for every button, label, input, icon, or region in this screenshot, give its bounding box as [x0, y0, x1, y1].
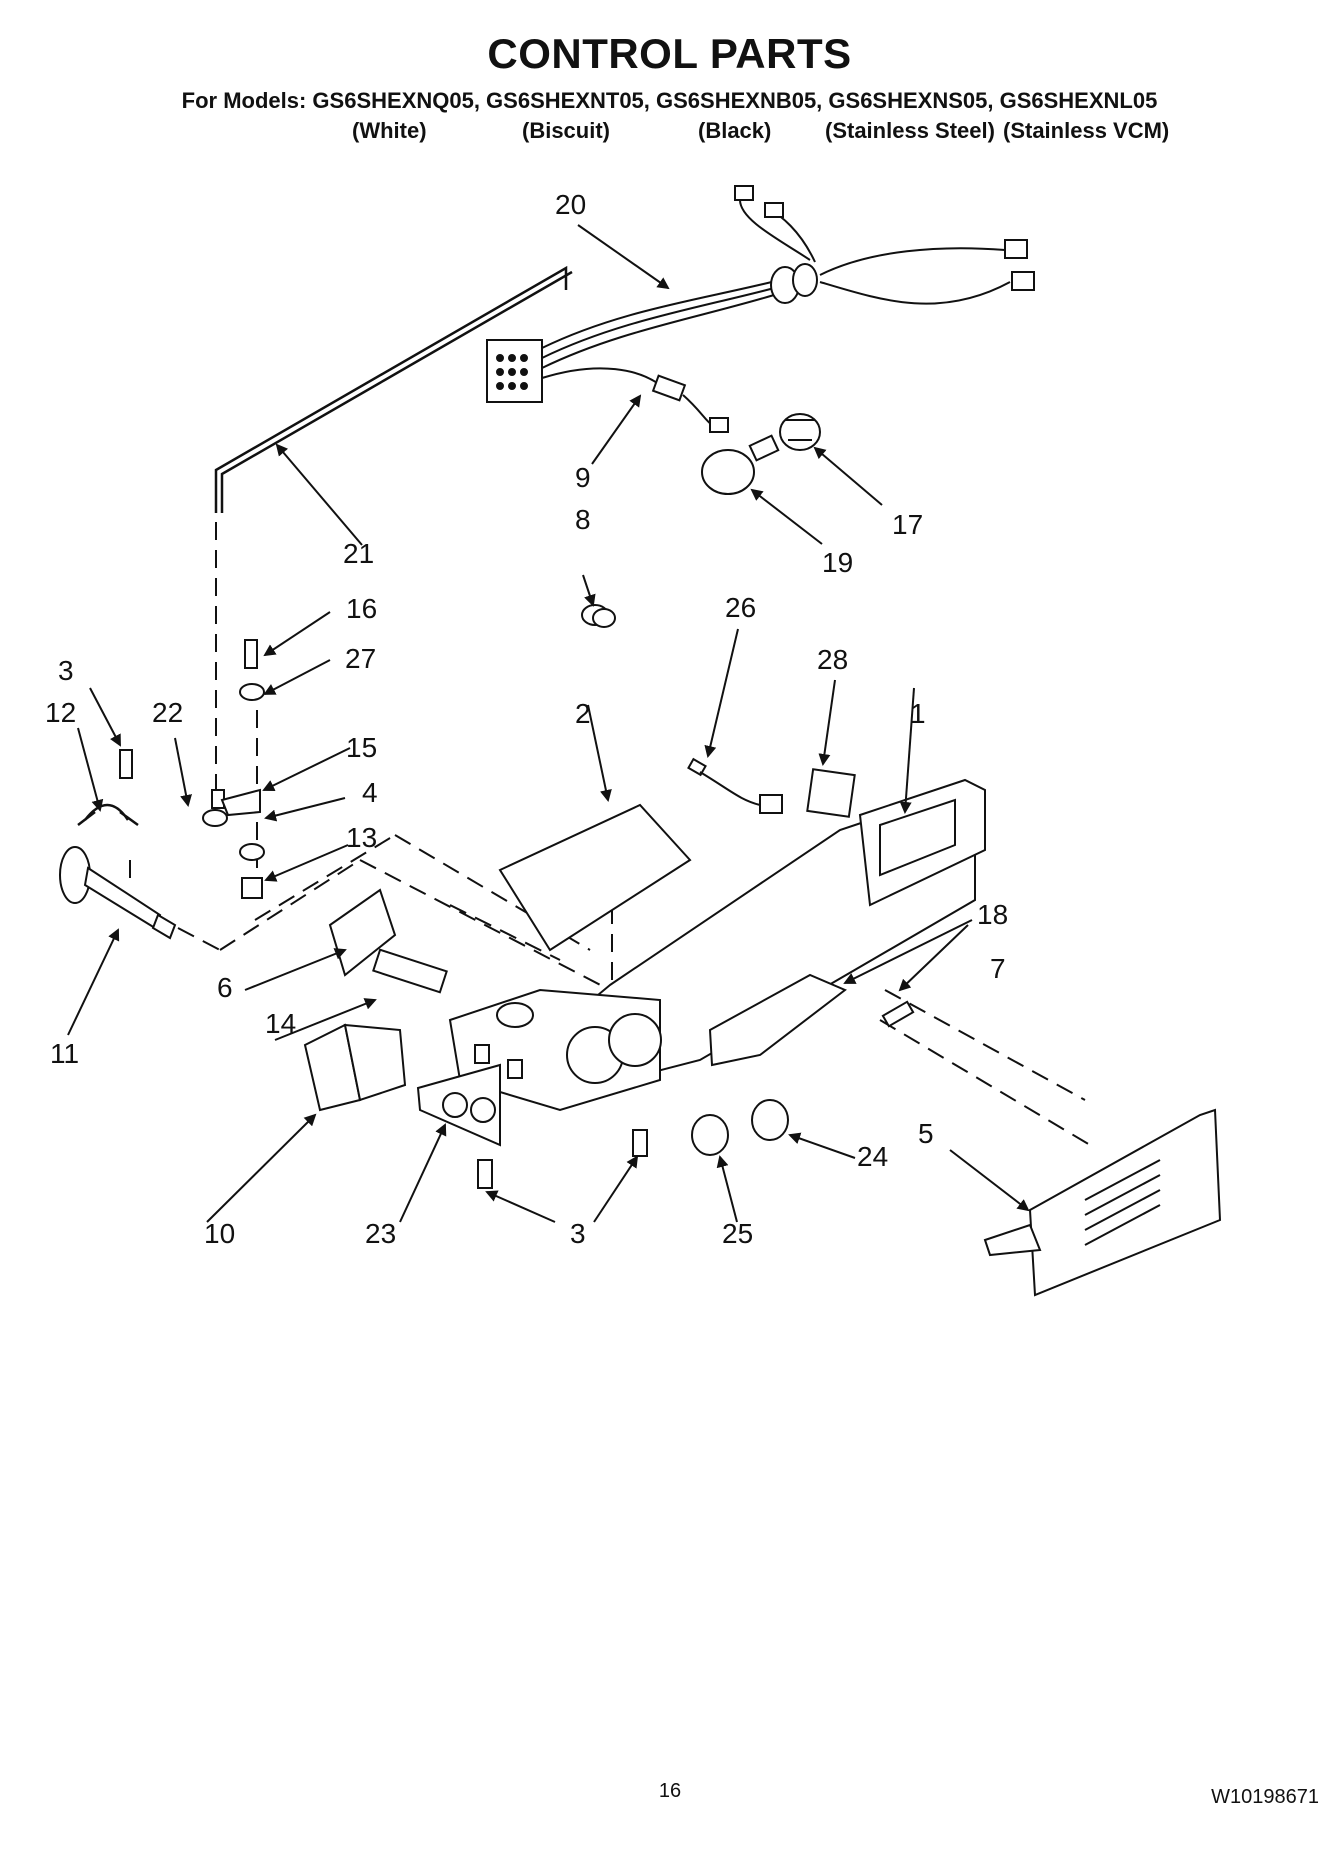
- callout-25: 25: [722, 1218, 753, 1249]
- control-housing: [448, 778, 986, 1112]
- callout-11: 11: [50, 1038, 79, 1069]
- callout-3b: 3: [570, 1218, 586, 1249]
- color-biscuit: (Biscuit): [522, 118, 610, 143]
- callout-28: 28: [817, 644, 848, 675]
- callout-1: 1: [910, 698, 926, 729]
- page-number: 16: [658, 1780, 682, 1802]
- callout-16: 16: [346, 593, 377, 624]
- callout-12: 12: [45, 697, 76, 728]
- document-code: W10198671: [1211, 1786, 1319, 1808]
- callout-19: 19: [822, 547, 853, 578]
- callout-13: 13: [346, 822, 377, 853]
- fasteners: [119, 639, 915, 1189]
- leader-arrows: [67, 224, 1030, 1223]
- callout-22: 22: [152, 697, 183, 728]
- callout-17: 17: [892, 509, 923, 540]
- insulation-sheet: [498, 803, 692, 952]
- callout-3a: 3: [58, 655, 74, 686]
- control-board: [708, 973, 847, 1067]
- actuator-rod: [214, 265, 573, 513]
- callout-24: 24: [857, 1141, 888, 1172]
- switch-lead: [687, 757, 783, 814]
- callout-20: 20: [555, 189, 586, 220]
- callout-2: 2: [575, 698, 591, 729]
- callout-7: 7: [990, 953, 1006, 984]
- callout-10: 10: [204, 1218, 235, 1249]
- callout-14: 14: [265, 1008, 296, 1039]
- callout-23: 23: [365, 1218, 396, 1249]
- color-black: (Black): [698, 118, 772, 143]
- grommet: [581, 604, 616, 628]
- models-line: For Models: GS6SHEXNQ05, GS6SHEXNT05, GS…: [181, 88, 1158, 113]
- callout-21: 21: [343, 538, 374, 569]
- callout-6: 6: [217, 972, 233, 1003]
- wire-harness: [486, 185, 1035, 433]
- lamp-assembly: [701, 413, 821, 495]
- foam-pad: [806, 768, 856, 818]
- callout-4: 4: [362, 777, 378, 808]
- callout-26: 26: [725, 592, 756, 623]
- color-stainless-vcm: (Stainless VCM): [1003, 118, 1170, 143]
- switch-brackets: [303, 888, 501, 1147]
- callout-18: 18: [977, 899, 1008, 930]
- callout-8: 8: [575, 504, 591, 535]
- callout-labels: 1 2 3 3 4 5 6 7 8 9 10 11 12 13 14 15 16…: [45, 189, 1008, 1249]
- callout-15: 15: [346, 732, 377, 763]
- actuator-shaft: [59, 846, 177, 940]
- callout-5: 5: [918, 1118, 934, 1149]
- callout-27: 27: [345, 643, 376, 674]
- front-cover: [983, 1108, 1222, 1297]
- clamp: [77, 803, 139, 827]
- color-stainless-steel: (Stainless Steel): [825, 118, 995, 143]
- color-white: (White): [352, 118, 427, 143]
- callout-9: 9: [575, 462, 591, 493]
- page-title: CONTROL PARTS: [487, 30, 852, 77]
- selector-knobs: [691, 1099, 789, 1156]
